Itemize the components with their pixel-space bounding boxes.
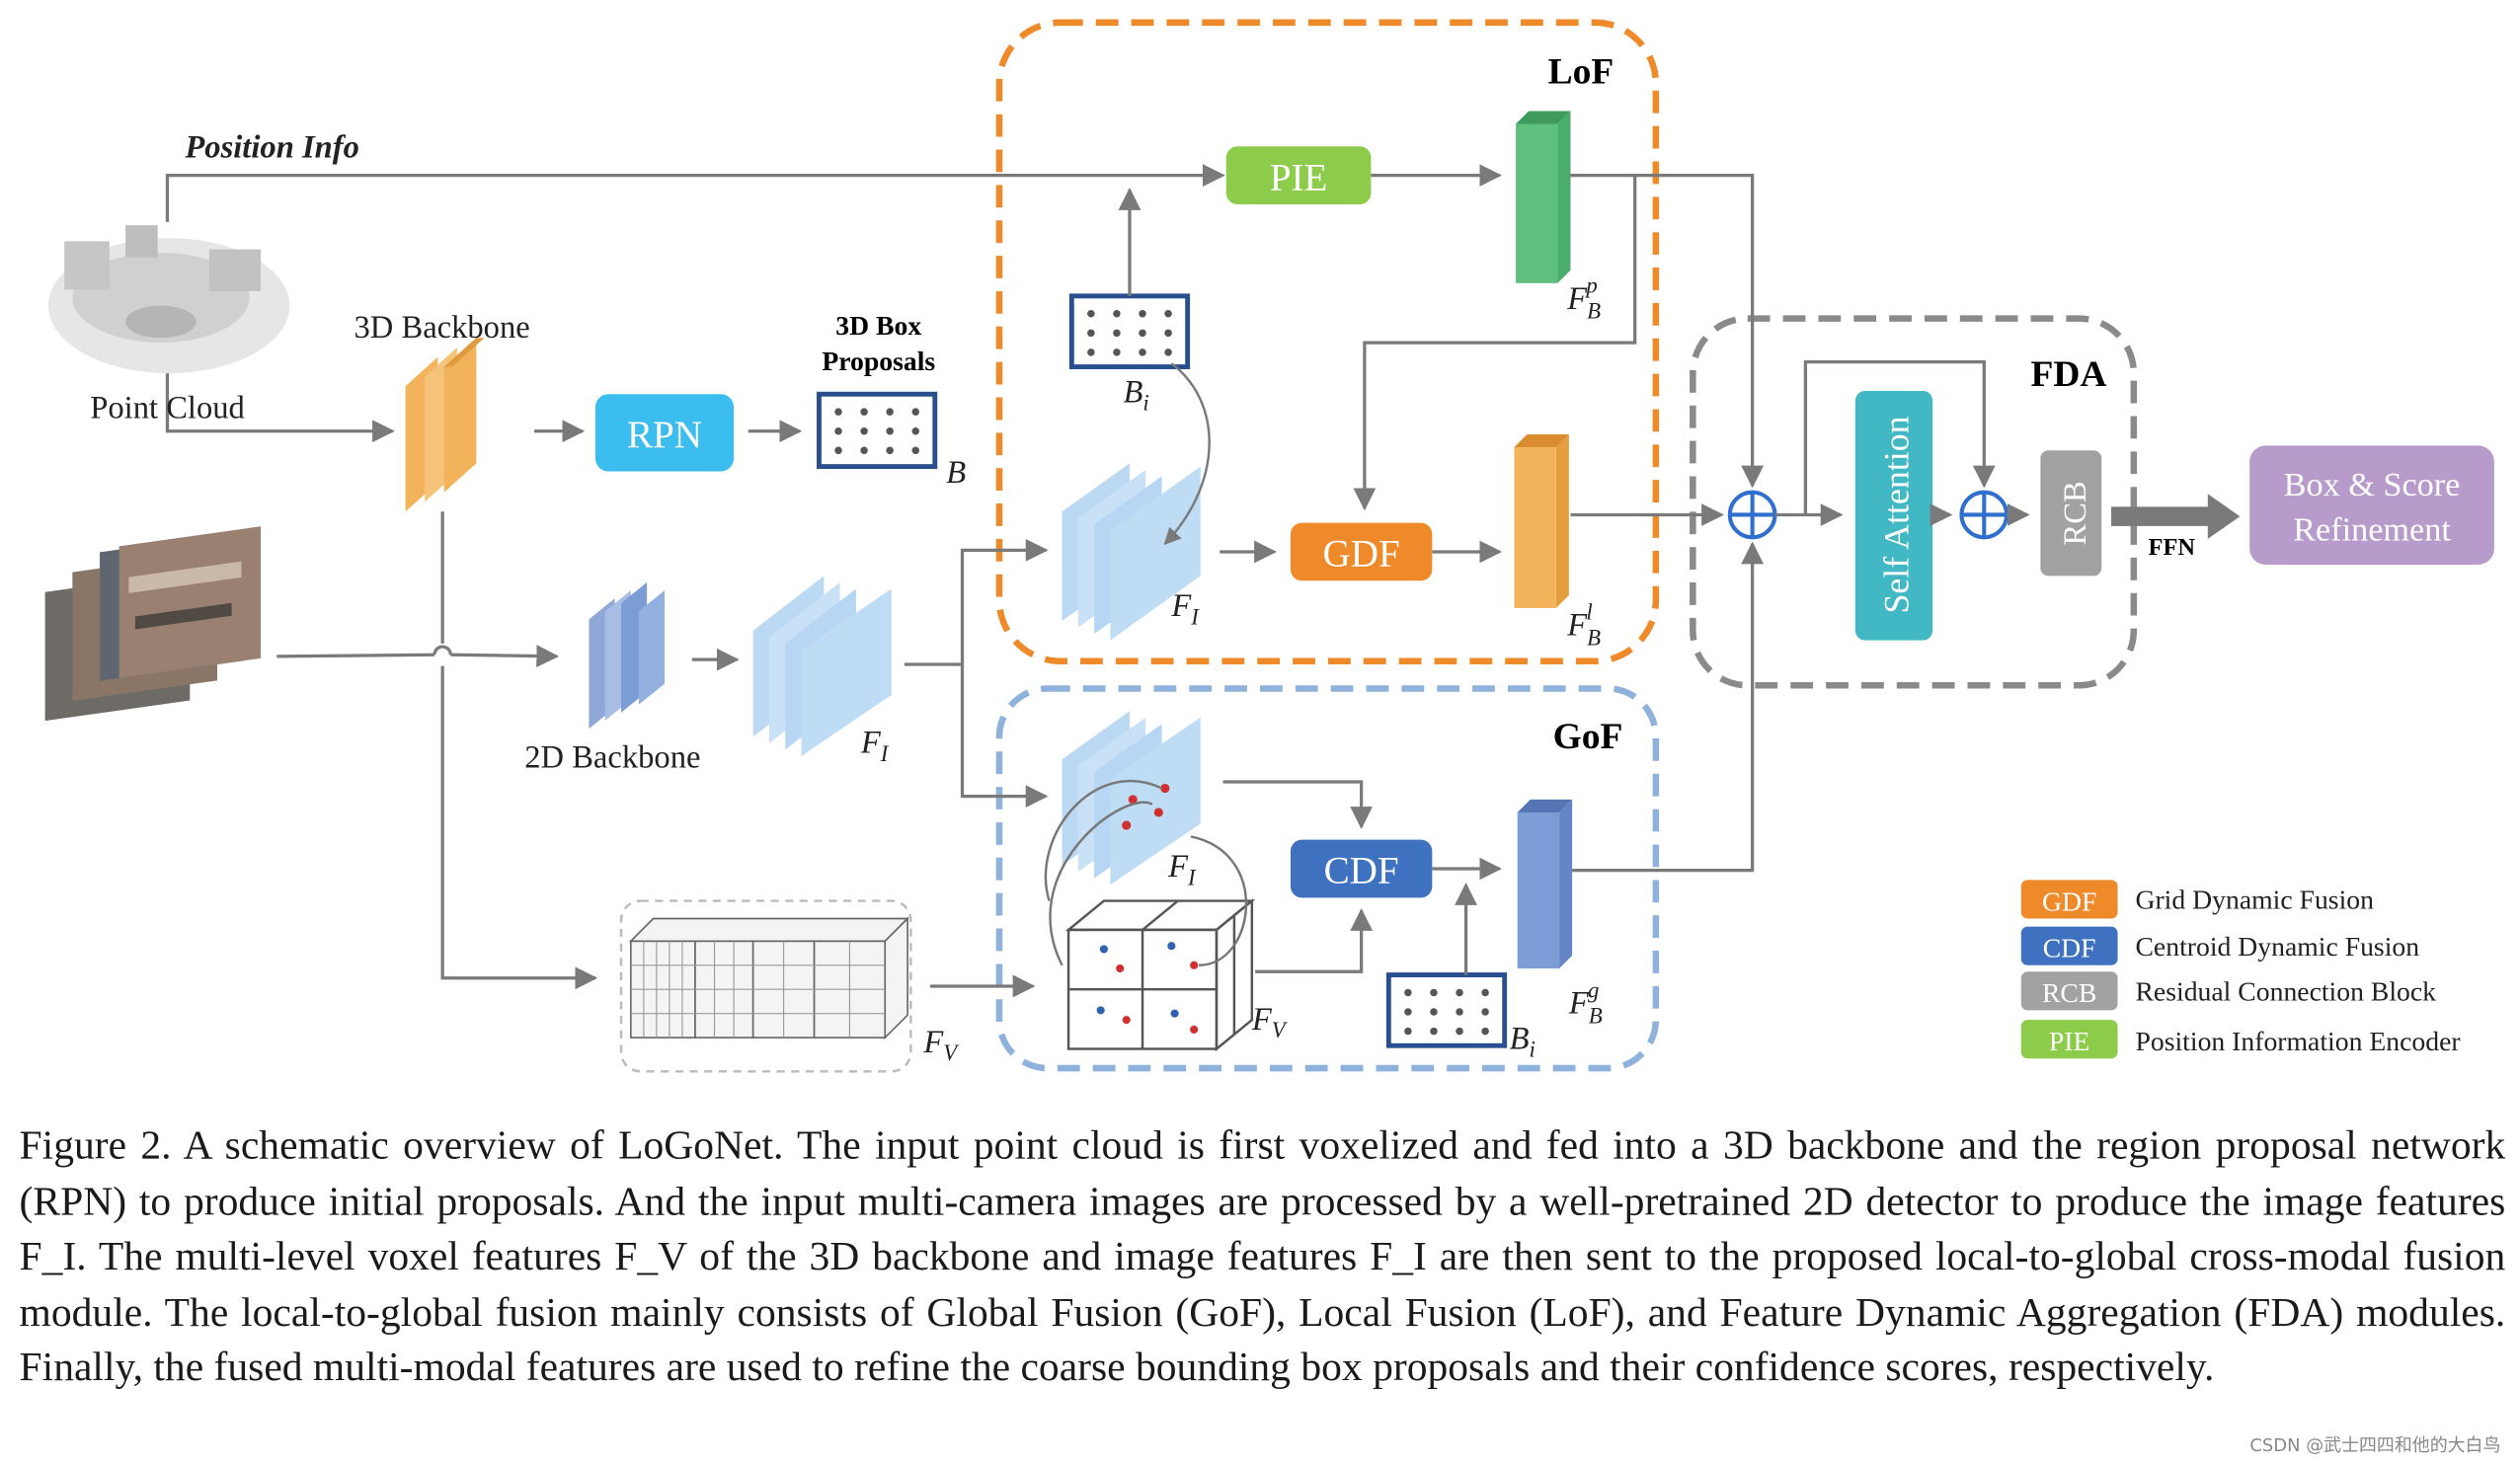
voxel-points bbox=[1096, 942, 1199, 1035]
legend-abbr-rcb: RCB bbox=[2042, 977, 2096, 1008]
fda-module-frame bbox=[1690, 315, 2138, 689]
pie-block bbox=[1225, 146, 1372, 204]
ffn-arrow bbox=[2111, 494, 2241, 539]
lof-module-frame bbox=[995, 19, 1660, 665]
fi-label-lof: FI bbox=[1170, 588, 1200, 629]
legend-abbr-pie: PIE bbox=[2049, 1026, 2090, 1056]
fbp-label: FBp bbox=[1566, 273, 1601, 324]
bi-grid-gof bbox=[1385, 972, 1508, 1048]
image-feature-maps bbox=[752, 576, 892, 756]
backbone-2d-icon bbox=[589, 581, 666, 730]
backbone-3d-icon bbox=[405, 338, 485, 512]
legend-abbr-gdf: GDF bbox=[2042, 886, 2096, 916]
backbone-2d-label: 2D Backbone bbox=[524, 739, 700, 775]
point-cloud-label: Point Cloud bbox=[90, 391, 245, 426]
refinement-block bbox=[2249, 445, 2494, 565]
refinement-label-2: Refinement bbox=[2293, 512, 2451, 549]
plus-node-1 bbox=[1727, 490, 1777, 540]
plus-node-2 bbox=[1959, 490, 2009, 540]
figure-caption: Figure 2. A schematic overview of LoGoNe… bbox=[19, 1120, 2506, 1390]
rcb-block bbox=[2040, 450, 2102, 577]
position-info-label: Position Info bbox=[184, 130, 359, 166]
rpn-label: RPN bbox=[627, 414, 702, 456]
legend-swatch-pie bbox=[2020, 1020, 2118, 1059]
feature-fbg-cuboid bbox=[1517, 799, 1573, 969]
box-proposals-label-1: 3D Box bbox=[835, 310, 921, 341]
cdf-label: CDF bbox=[1324, 850, 1399, 892]
point-cloud-image bbox=[47, 225, 290, 374]
pie-label: PIE bbox=[1270, 156, 1328, 198]
voxel-features-block bbox=[619, 899, 912, 1073]
feature-fbp-cuboid bbox=[1516, 111, 1571, 283]
lof-title: LoF bbox=[1548, 52, 1614, 93]
fi-label-gof: FI bbox=[1167, 849, 1197, 889]
bi-label-lof: Bi bbox=[1123, 374, 1148, 415]
fv-label-gof: FV bbox=[1251, 1002, 1289, 1042]
self-attention-label: Self Attention bbox=[1877, 416, 1917, 613]
legend: GDF Grid Dynamic Fusion CDF Centroid Dyn… bbox=[2020, 880, 2461, 1059]
bi-grid-lof bbox=[1068, 293, 1191, 369]
feature-fbl-cuboid bbox=[1514, 433, 1569, 608]
legend-swatch-cdf bbox=[2020, 926, 2118, 965]
voxel-grid-gof bbox=[1044, 780, 1256, 1052]
refinement-label-1: Box & Score bbox=[2284, 467, 2461, 503]
fv-label-main: FV bbox=[922, 1025, 960, 1065]
gdf-label: GDF bbox=[1323, 533, 1400, 576]
multi-camera-images bbox=[44, 526, 261, 722]
gdf-block bbox=[1290, 522, 1433, 581]
rcb-label: RCB bbox=[2058, 481, 2093, 545]
bi-label-gof: Bi bbox=[1510, 1021, 1536, 1061]
ffn-label: FFN bbox=[2149, 534, 2196, 561]
box-proposals-label-2: Proposals bbox=[822, 346, 935, 376]
legend-text-cdf: Centroid Dynamic Fusion bbox=[2135, 931, 2419, 962]
legend-abbr-cdf: CDF bbox=[2043, 933, 2096, 963]
box-proposals-grid bbox=[817, 391, 938, 470]
gof-module-frame bbox=[995, 685, 1660, 1072]
watermark: CSDN @武士四四和他的大白鸟 bbox=[2249, 1434, 2501, 1456]
gof-image-feature-maps bbox=[1062, 711, 1201, 886]
fbg-label: FBg bbox=[1568, 977, 1603, 1028]
legend-text-rcb: Residual Connection Block bbox=[2135, 976, 2436, 1007]
gof-title: GoF bbox=[1553, 717, 1623, 757]
box-B-label: B bbox=[946, 455, 966, 491]
cdf-block bbox=[1290, 839, 1433, 898]
fi-label-main: FI bbox=[860, 726, 890, 766]
legend-text-pie: Position Information Encoder bbox=[2135, 1026, 2460, 1056]
legend-swatch-gdf bbox=[2020, 880, 2118, 919]
self-attention-block bbox=[1854, 390, 1933, 641]
backbone-3d-label: 3D Backbone bbox=[354, 310, 530, 346]
fbl-label: FBl bbox=[1566, 599, 1601, 650]
legend-swatch-rcb bbox=[2020, 971, 2118, 1011]
fda-title: FDA bbox=[2031, 354, 2107, 395]
rpn-block bbox=[594, 394, 735, 472]
legend-text-gdf: Grid Dynamic Fusion bbox=[2135, 885, 2374, 915]
lof-image-feature-maps bbox=[1062, 463, 1201, 641]
